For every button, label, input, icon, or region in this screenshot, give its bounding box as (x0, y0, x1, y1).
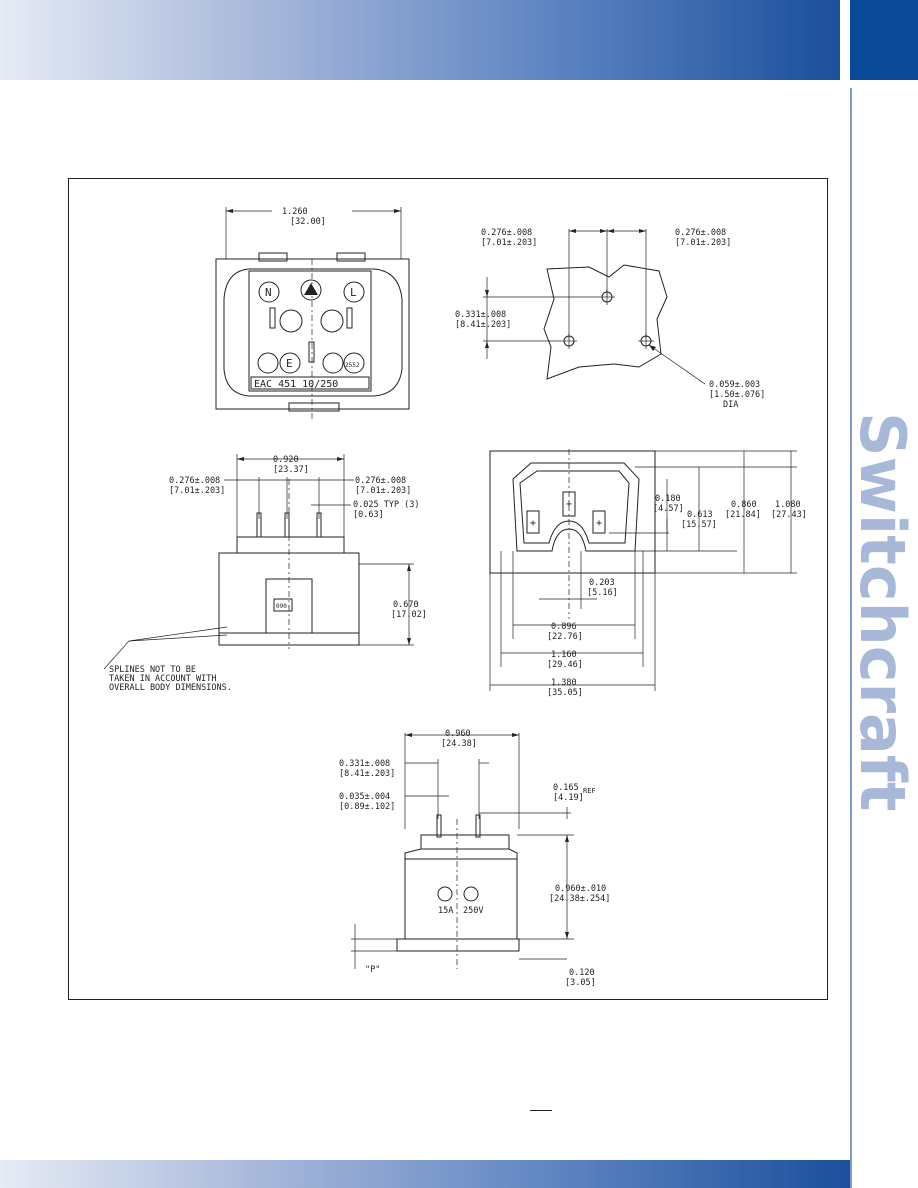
svg-text:+: + (530, 518, 536, 529)
d2-tl: 0.276±.008 (481, 228, 532, 238)
d3-height-mm: [17.02] (391, 610, 427, 620)
hole-pattern-view: 0.276±.008 [7.01±.203] 0.276±.008 [7.01±… (455, 228, 765, 410)
d2-side-mm: [8.41±.203] (455, 320, 511, 330)
d4-d6-mm: [22.76] (547, 632, 583, 642)
mark-e: E (286, 357, 293, 370)
mounting-view: + + + 0.180 [4.57] 0.613 [15.57] 0.860 [… (489, 449, 807, 698)
d4-d3-mm: [21.84] (725, 510, 761, 520)
d2-tr-mm: [7.01±.203] (675, 238, 731, 248)
mark-l: L (350, 286, 357, 299)
d3-height: 0.670 (393, 600, 419, 610)
brand-logo: Switchcraft (846, 412, 918, 810)
d3-note-2: TAKEN IN ACCOUNT WITH (109, 674, 216, 684)
svg-text:+: + (596, 518, 602, 529)
side-view: 0.960 [24.38] 0.331±.008 [8.41±.203] 0.0… (339, 729, 610, 988)
d4-d8: 1.380 (551, 678, 577, 688)
d4-d2-mm: [15.57] (681, 520, 717, 530)
d3-width-mm: [23.37] (273, 465, 309, 475)
d5-amp: 15A (438, 906, 453, 916)
d5-pin-space: 0.331±.008 (339, 759, 390, 769)
page-mark (530, 1110, 552, 1111)
d4-d1: 0.180 (655, 494, 681, 504)
d2-side: 0.331±.008 (455, 310, 506, 320)
d5-pin-space-mm: [8.41±.203] (339, 769, 395, 779)
drawing-frame: 1.260 [32.00] N L E 2552 EAC 451 10/250 (68, 178, 828, 1000)
d5-width: 0.960 (445, 729, 471, 739)
d1-width: 1.260 (282, 207, 308, 217)
d3-left: 0.276±.008 (169, 476, 220, 486)
d4-d3: 0.860 (731, 500, 757, 510)
d4-d4-mm: [27.43] (771, 510, 807, 520)
d4-d6: 0.896 (551, 622, 577, 632)
header-bar (0, 0, 840, 80)
d5-ref-label: REF (583, 787, 596, 795)
d5-width-mm: [24.38] (441, 739, 477, 749)
front-view: 1.260 [32.00] N L E 2552 EAC 451 10/250 (215, 207, 410, 419)
d5-p-label: "P" (365, 965, 380, 975)
d4-d5-mm: [5.16] (587, 588, 618, 598)
side-column (850, 88, 918, 1188)
d3-right-mm: [7.01±.203] (355, 486, 411, 496)
d4-d4: 1.080 (775, 500, 801, 510)
d3-right: 0.276±.008 (355, 476, 406, 486)
d3-note-3: OVERALL BODY DIMENSIONS. (109, 683, 232, 693)
d1-width-mm: [32.00] (290, 217, 326, 227)
d4-d7-mm: [29.46] (547, 660, 583, 670)
d5-flange-mm: [3.05] (565, 978, 596, 988)
footer-bar (0, 1160, 850, 1188)
d5-volt: 250V (463, 906, 483, 916)
d5-pin-w-mm: [0.89±.102] (339, 802, 395, 812)
d5-ref: 0.165 (553, 783, 579, 793)
d3-note-1: SPLINES NOT TO BE (109, 665, 196, 675)
mark-rating: EAC 451 10/250 (254, 379, 338, 390)
d5-flange: 0.120 (569, 968, 595, 978)
svg-text:+: + (566, 499, 572, 510)
brand-name: Switchcraft (846, 412, 918, 810)
d5-ref-mm: [4.19] (553, 793, 584, 803)
d5-height-mm: [24.38±.254] (549, 894, 610, 904)
d4-d1-mm: [4.57] (653, 504, 684, 514)
mark-code: 2552 (345, 362, 360, 369)
d5-height: 0.960±.010 (555, 884, 606, 894)
header-tab (850, 0, 918, 80)
d4-d5: 0.203 (589, 578, 615, 588)
d5-pin-w: 0.035±.004 (339, 792, 390, 802)
d4-d2: 0.613 (687, 510, 713, 520)
d4-d7: 1.160 (551, 650, 577, 660)
d2-hole-label: DIA (723, 400, 738, 410)
d2-hole-mm: [1.50±.076] (709, 390, 765, 400)
top-view: 0.920 [23.37] 0.276±.008 [7.01±.203] 0.2… (103, 454, 427, 693)
d3-pin-mm: [0.63] (353, 510, 384, 520)
d2-tr: 0.276±.008 (675, 228, 726, 238)
d3-width: 0.920 (273, 455, 299, 465)
d2-tl-mm: [7.01±.203] (481, 238, 537, 248)
technical-drawing: 1.260 [32.00] N L E 2552 EAC 451 10/250 (103, 207, 807, 988)
d3-pin: 0.025 TYP (3) (353, 500, 420, 510)
d4-d8-mm: [35.05] (547, 688, 583, 698)
d3-label-box: 090- (276, 603, 290, 610)
d2-hole: 0.059±.003 (709, 380, 760, 390)
mark-n: N (265, 286, 272, 299)
d3-left-mm: [7.01±.203] (169, 486, 225, 496)
